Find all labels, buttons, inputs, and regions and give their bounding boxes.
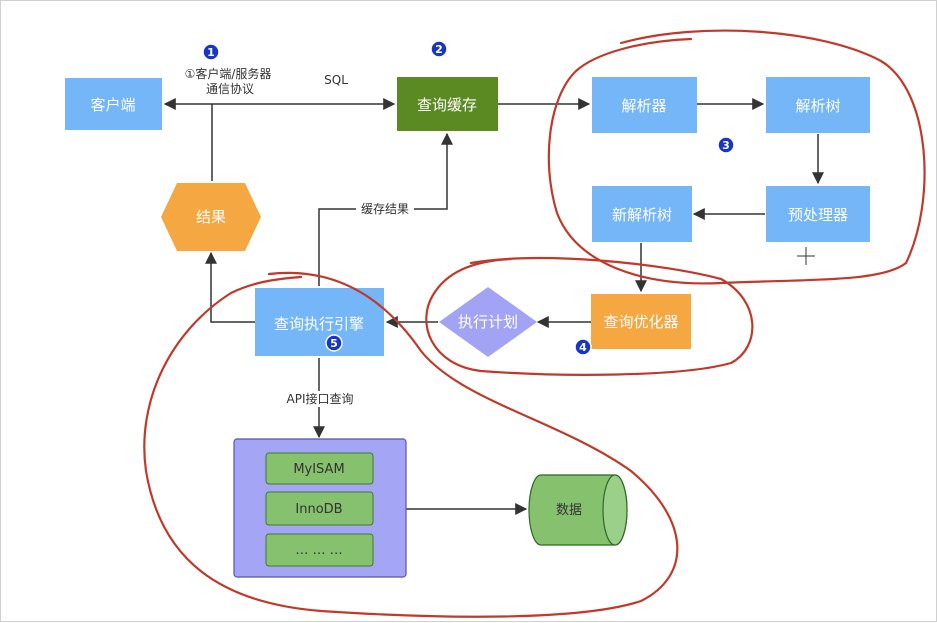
edge-engine-result bbox=[205, 251, 255, 323]
storage-item-innodb-label: InnoDB bbox=[295, 502, 342, 517]
node-query-cache[interactable]: 查询缓存 bbox=[397, 77, 498, 131]
node-parse-tree[interactable]: 解析树 bbox=[766, 77, 870, 133]
badge-4: 4 bbox=[574, 338, 592, 356]
node-result[interactable]: 结果 bbox=[161, 183, 261, 251]
annotation-loop-parse bbox=[547, 29, 926, 285]
badge-5: 5 bbox=[325, 334, 343, 352]
badges: 1 2 3 4 5 bbox=[202, 40, 735, 356]
storage-item-more[interactable]: … … … bbox=[265, 533, 374, 567]
node-client-label: 客户端 bbox=[90, 96, 135, 114]
svg-text:2: 2 bbox=[435, 43, 443, 56]
node-new-parse-tree[interactable]: 新解析树 bbox=[592, 186, 692, 242]
storage-item-myisam-label: MyISAM bbox=[293, 462, 344, 477]
node-execution-plan-label: 执行计划 bbox=[458, 313, 518, 331]
label-protocol-line1: ①客户端/服务器 bbox=[185, 66, 272, 81]
edge-labels: ①客户端/服务器 通信协议 SQL 缓存结果 API接口查询 bbox=[185, 66, 414, 407]
node-execution-plan[interactable]: 执行计划 bbox=[439, 287, 537, 357]
storage-item-myisam[interactable]: MyISAM bbox=[265, 452, 374, 485]
svg-text:1: 1 bbox=[207, 46, 215, 59]
label-cache-result: 缓存结果 bbox=[361, 202, 409, 216]
badge-3: 3 bbox=[717, 136, 735, 154]
node-parser[interactable]: 解析器 bbox=[592, 77, 697, 133]
svg-text:4: 4 bbox=[579, 341, 587, 354]
annotation-loop-optimize bbox=[425, 257, 754, 376]
node-result-label: 结果 bbox=[196, 208, 226, 226]
node-parser-label: 解析器 bbox=[621, 97, 666, 115]
node-query-engine[interactable]: 查询执行引擎 bbox=[255, 288, 384, 356]
node-preprocessor-label: 预处理器 bbox=[788, 206, 848, 224]
label-protocol-line2: 通信协议 bbox=[206, 81, 254, 96]
annotation-loop-execute bbox=[143, 271, 679, 618]
node-query-cache-label: 查询缓存 bbox=[417, 96, 477, 114]
badge-1: 1 bbox=[202, 43, 220, 61]
node-query-engine-label: 查询执行引擎 bbox=[274, 315, 364, 333]
node-data[interactable]: 数据 bbox=[528, 474, 628, 546]
crosshair-cursor-icon bbox=[797, 247, 815, 265]
annotations bbox=[143, 29, 926, 618]
label-sql: SQL bbox=[324, 73, 348, 87]
svg-text:5: 5 bbox=[330, 337, 338, 350]
node-parse-tree-label: 解析树 bbox=[795, 97, 840, 115]
edges bbox=[163, 98, 824, 515]
node-new-parse-tree-label: 新解析树 bbox=[612, 206, 672, 224]
badge-2: 2 bbox=[430, 40, 448, 58]
node-data-label: 数据 bbox=[556, 503, 582, 518]
svg-text:3: 3 bbox=[722, 139, 730, 152]
storage-item-innodb[interactable]: InnoDB bbox=[265, 491, 374, 526]
node-query-optimizer[interactable]: 查询优化器 bbox=[591, 294, 691, 349]
node-query-optimizer-label: 查询优化器 bbox=[603, 313, 678, 331]
node-storage-engines[interactable]: MyISAM InnoDB … … … bbox=[233, 438, 407, 578]
label-api-query: API接口查询 bbox=[287, 391, 354, 406]
node-preprocessor[interactable]: 预处理器 bbox=[766, 186, 870, 242]
storage-item-more-label: … … … bbox=[295, 543, 342, 558]
node-client[interactable]: 客户端 bbox=[65, 78, 162, 130]
